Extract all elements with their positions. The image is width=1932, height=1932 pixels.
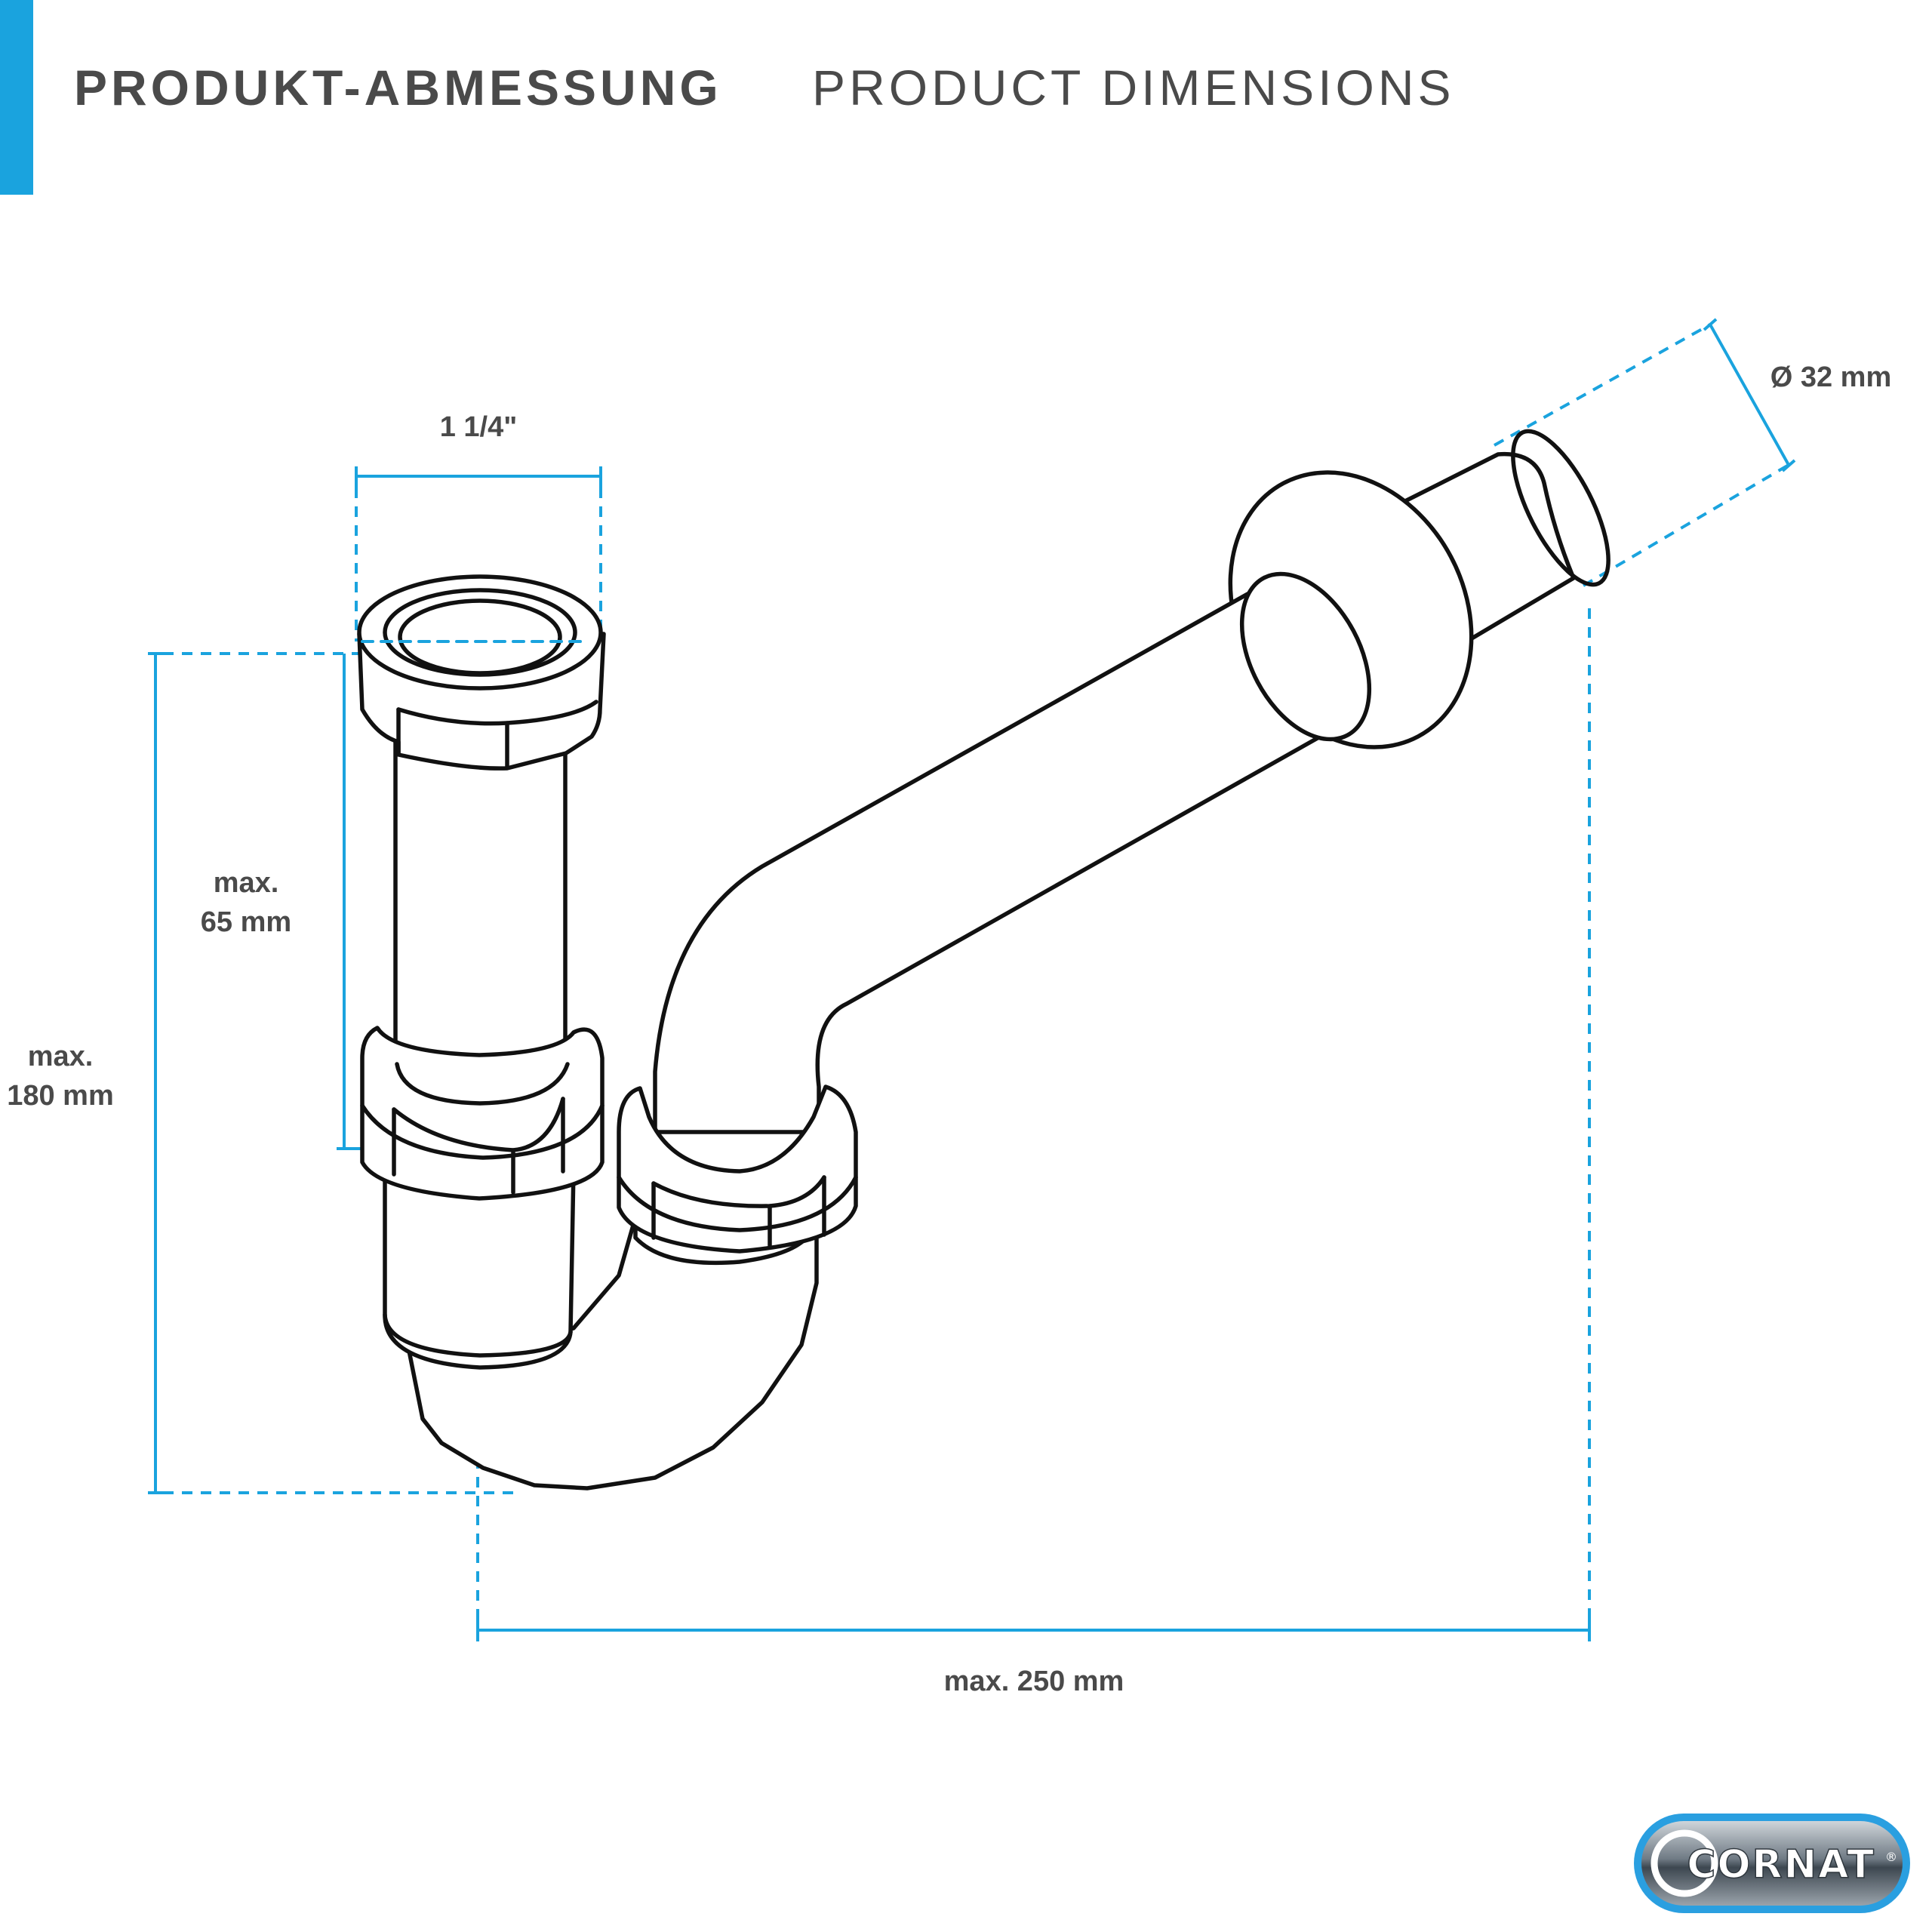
title-german: PRODUKT-ABMESSUNG (74, 60, 722, 115)
logo-ring-icon (1651, 1829, 1718, 1897)
drain-arm (653, 580, 1331, 1134)
diameter-label: Ø 32 mm (1770, 361, 1892, 393)
top-opening (398, 598, 562, 675)
page-title: PRODUKT-ABMESSUNG PRODUCT DIMENSIONS (74, 59, 1455, 116)
title-english: PRODUCT DIMENSIONS (812, 60, 1455, 115)
inner-length-label: max. (214, 867, 279, 899)
height-label: max. (28, 1041, 94, 1072)
siphon-outline (357, 429, 1611, 1491)
thread-size-label: 1 1/4" (440, 411, 518, 443)
outlet-pipe (1385, 451, 1576, 645)
logo-text: CORNAT (1687, 1842, 1875, 1887)
left-slip-nut (360, 1026, 605, 1201)
cornat-logo: CORNAT ® (1634, 1814, 1910, 1913)
arm-rosette-hole (1239, 571, 1372, 742)
logo-registered-mark: ® (1885, 1850, 1897, 1864)
accent-bar (0, 0, 33, 195)
width-label: max. 250 mm (944, 1666, 1124, 1697)
right-slip-nut (617, 1084, 858, 1254)
inner-length-value: 65 mm (201, 906, 291, 938)
height-value: 180 mm (7, 1080, 114, 1112)
diameter-dimension-line (1709, 324, 1790, 466)
u-bend (405, 1220, 819, 1491)
outlet-pipe-end (1511, 429, 1611, 587)
left-lower-body (383, 1168, 576, 1370)
